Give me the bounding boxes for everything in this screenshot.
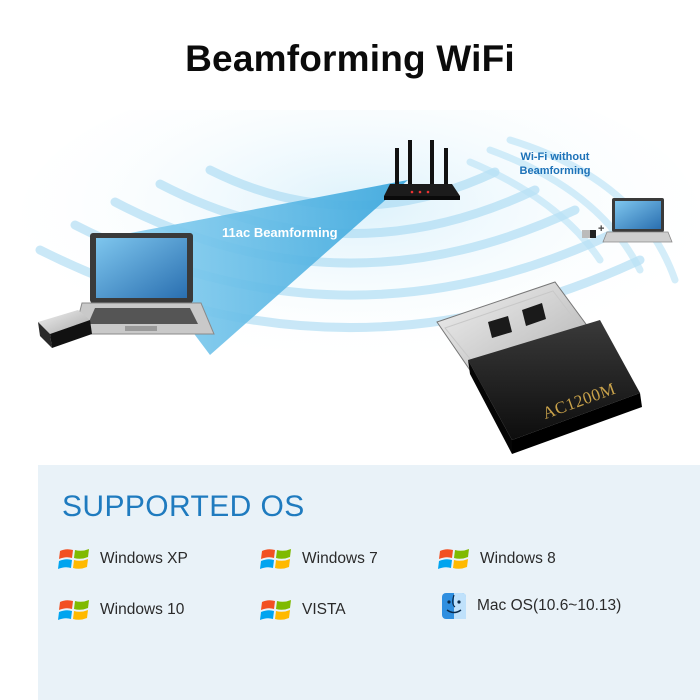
os-label: Windows 10: [100, 601, 185, 618]
no-beamforming-label: Wi-Fi without Beamforming: [510, 150, 600, 178]
small-dongle-left-graphic: [38, 310, 92, 348]
windows-logo-icon: [58, 600, 89, 620]
os-item-windows-7: Windows 7: [260, 545, 378, 573]
no-beamforming-line1: Wi-Fi without: [520, 151, 590, 163]
os-label: Mac OS(10.6~10.13): [477, 597, 622, 614]
os-label: Windows XP: [100, 550, 188, 567]
supported-os-heading: SUPPORTED OS: [62, 490, 305, 523]
router-graphic: [384, 140, 460, 200]
windows-logo-icon: [58, 549, 89, 569]
page-title: Beamforming WiFi: [185, 38, 515, 79]
supported-os-panel: [38, 465, 700, 700]
beamforming-label: 11ac Beamforming: [222, 225, 338, 240]
laptop-left-graphic: [73, 233, 215, 335]
os-item-windows-10: Windows 10: [58, 596, 184, 624]
diagram-graphic: [20, 110, 700, 454]
windows-logo-icon: [438, 549, 469, 569]
windows-logo-icon: [260, 549, 291, 569]
usb-adapter-graphic: [436, 281, 642, 454]
os-label: Windows 7: [302, 550, 378, 567]
beamforming-diagram: AC1200M +: [0, 110, 700, 470]
mac-finder-icon: [442, 593, 466, 619]
plus-sign: +: [598, 223, 605, 235]
os-label: VISTA: [302, 601, 346, 618]
os-item-mac-os: Mac OS(10.6~10.13): [441, 592, 621, 620]
laptop-right-graphic: [582, 198, 673, 243]
os-item-windows-xp: Windows XP: [58, 545, 188, 573]
os-item-windows-8: Windows 8: [438, 545, 556, 573]
windows-logo-icon: [260, 600, 291, 620]
no-beamforming-line2: Beamforming: [519, 165, 591, 177]
os-label: Windows 8: [480, 550, 556, 567]
os-item-vista: VISTA: [260, 596, 346, 624]
